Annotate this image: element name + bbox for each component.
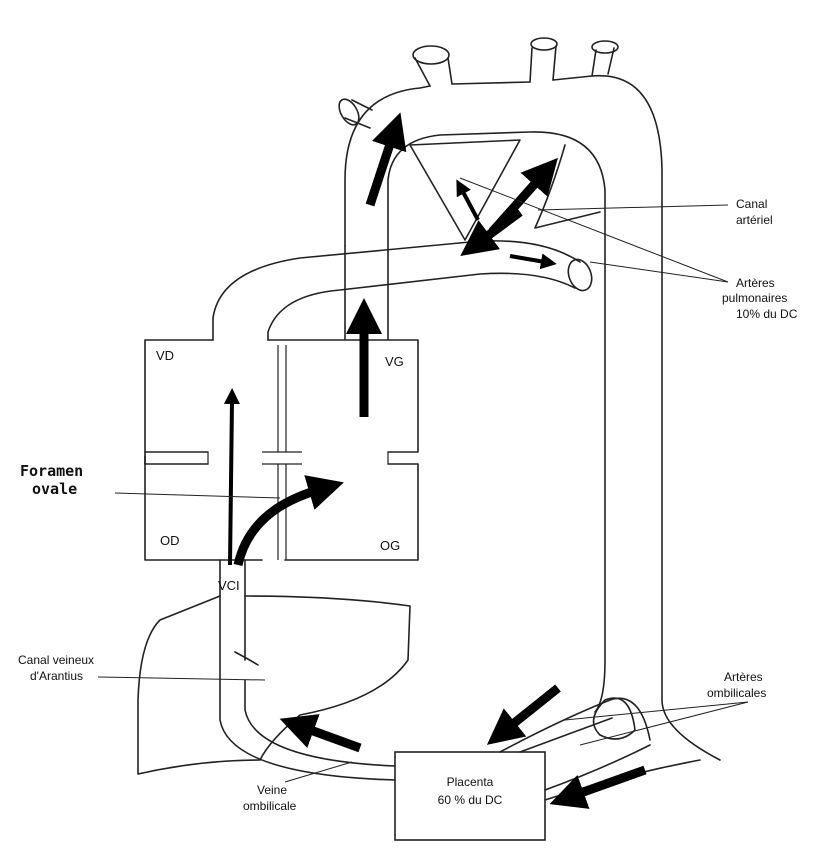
- flow-arrows: [230, 138, 645, 795]
- svg-text:artériel: artériel: [736, 213, 773, 227]
- label-og: OG: [380, 538, 400, 553]
- pulmonary-trunk: [213, 241, 580, 340]
- label-veine-ombilicale: Veine ombilicale: [243, 783, 297, 813]
- pulmonary-trunk-inner: [268, 273, 575, 340]
- label-canal-veineux: Canal veineux d'Arantius: [18, 653, 94, 683]
- leader-arteres-pulmonaires-2: [590, 262, 728, 282]
- svg-text:Veine: Veine: [257, 783, 287, 797]
- label-vg: VG: [385, 354, 404, 369]
- label-foramen-ovale: Foramen ovale: [20, 462, 83, 498]
- svg-text:10% du DC: 10% du DC: [736, 307, 798, 321]
- leader-veine-ombilicale: [285, 762, 352, 782]
- svg-text:pulmonaires: pulmonaires: [722, 291, 787, 305]
- label-vci: VCI: [218, 578, 240, 593]
- svg-text:ombilicales: ombilicales: [707, 686, 766, 700]
- label-od: OD: [160, 533, 180, 548]
- label-arteres-pulmonaires: Artères pulmonaires 10% du DC: [722, 276, 798, 321]
- leader-arteres-ombilicales-1: [565, 702, 748, 720]
- leader-canal-veineux: [98, 677, 265, 680]
- svg-text:Foramen: Foramen: [20, 462, 83, 480]
- placenta-title: Placenta: [447, 775, 494, 789]
- svg-text:Artères: Artères: [724, 670, 763, 684]
- aorta-outer-wall: [345, 76, 720, 760]
- leader-canal-arteriel: [538, 205, 728, 210]
- svg-text:Artères: Artères: [736, 276, 775, 290]
- svg-text:ovale: ovale: [32, 480, 77, 498]
- leader-arteres-ombilicales-2: [580, 702, 748, 745]
- svg-text:Canal veineux: Canal veineux: [18, 653, 94, 667]
- svg-text:d'Arantius: d'Arantius: [30, 669, 83, 683]
- ductus-arteriosus-right: [535, 145, 600, 228]
- placenta-percent: 60 % du DC: [438, 793, 503, 807]
- placenta: Placenta 60 % du DC: [395, 752, 545, 840]
- ductus-venosus: [220, 596, 395, 780]
- svg-text:Canal: Canal: [736, 197, 767, 211]
- ductus-venosus-inner: [235, 596, 395, 766]
- svg-text:ombilicale: ombilicale: [243, 799, 297, 813]
- heart: [145, 246, 418, 596]
- leader-foramen-ovale: [115, 493, 280, 498]
- label-arteres-ombilicales: Artères ombilicales: [707, 670, 766, 700]
- label-vd: VD: [156, 348, 174, 363]
- liver-outline: [138, 596, 410, 774]
- label-canal-arteriel: Canal artériel: [736, 197, 773, 227]
